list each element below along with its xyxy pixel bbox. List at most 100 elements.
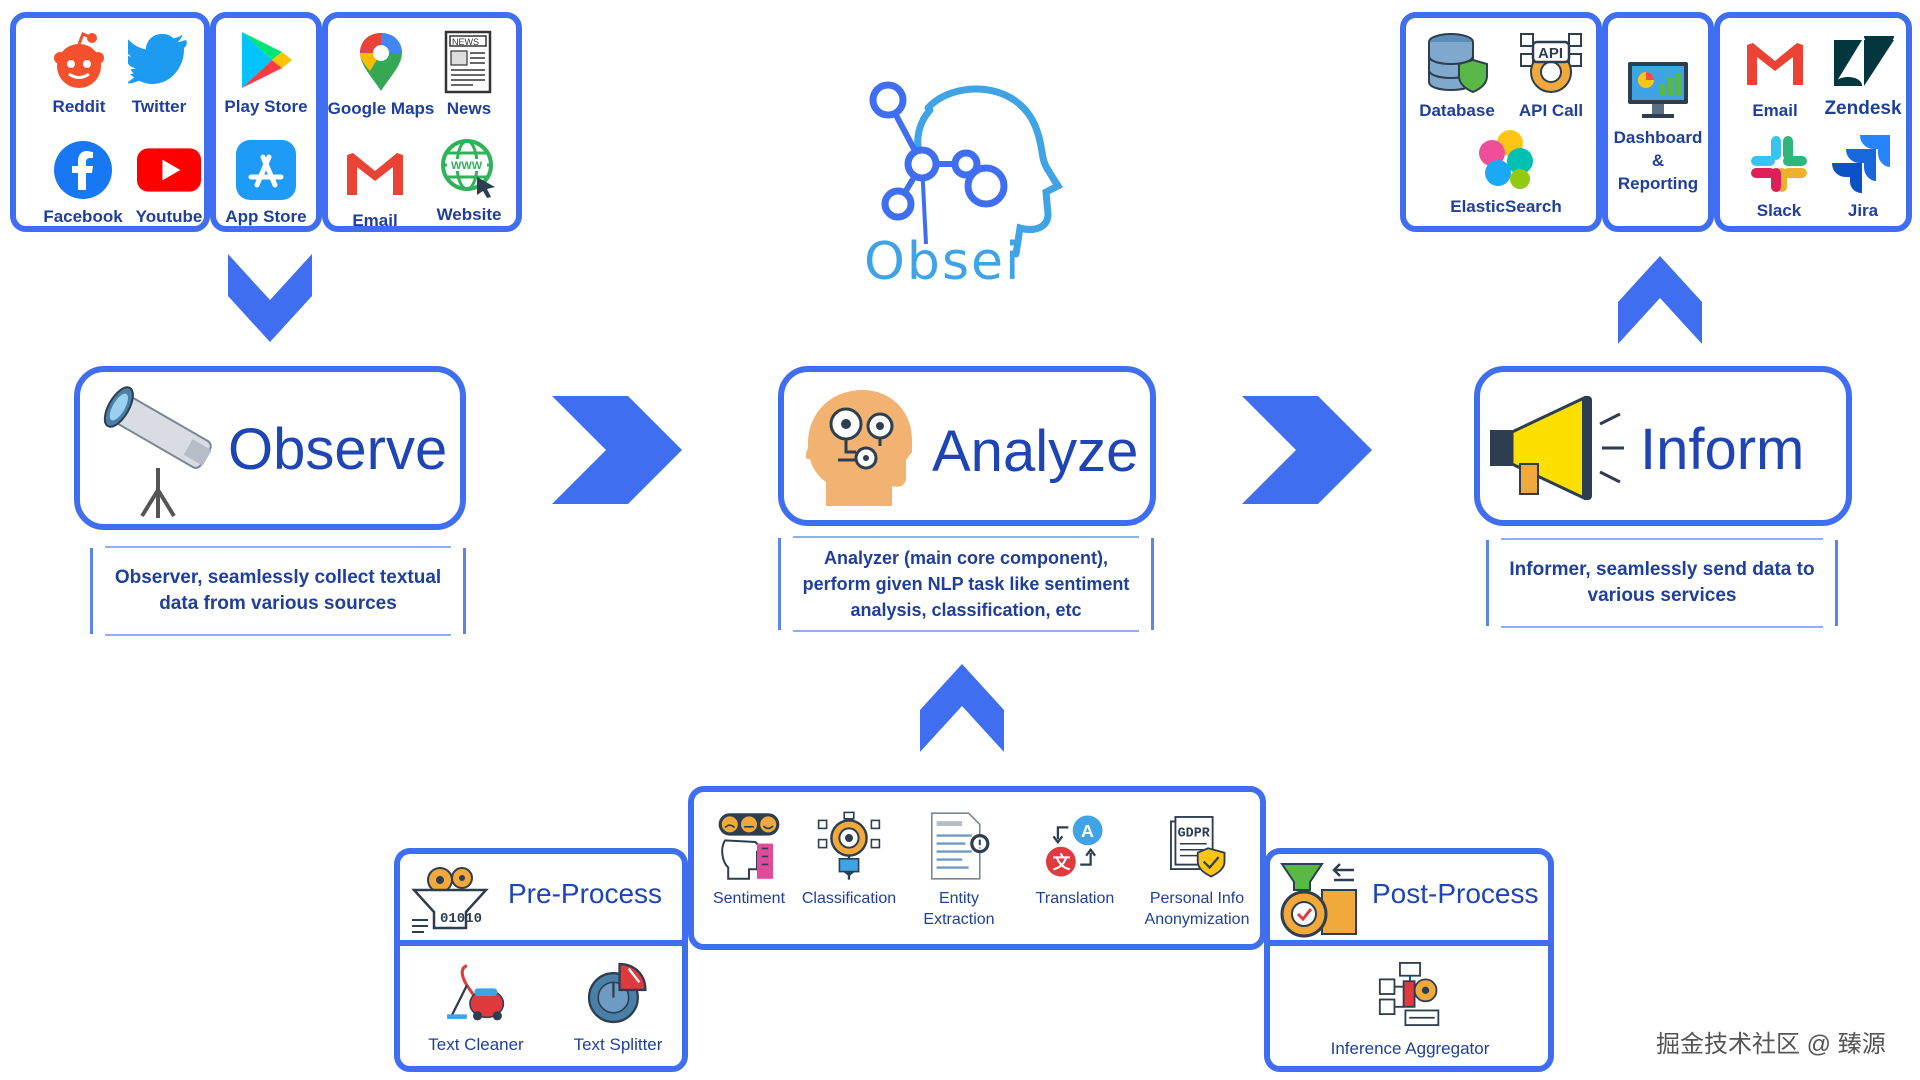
sink-email[interactable]: Email (1720, 32, 1830, 121)
source-label: Twitter (131, 97, 187, 116)
preprocess-items[interactable]: Text Cleaner Text Splitter (394, 940, 688, 1072)
analyze-title: Analyze (932, 419, 1139, 484)
google-maps-icon (349, 30, 413, 94)
observe-description: Observer, seamlessly collect textual dat… (90, 546, 466, 636)
source-news[interactable]: NEWS News (414, 30, 524, 119)
chevron-right-icon (1242, 396, 1372, 504)
analyze-stage: Analyze (778, 366, 1156, 526)
inform-stage: Inform (1474, 366, 1852, 526)
chevron-right-icon (552, 396, 682, 504)
source-facebook[interactable]: Facebook (28, 138, 138, 227)
email-icon (343, 142, 407, 206)
facebook-icon (51, 138, 115, 202)
elasticsearch-icon (1474, 128, 1538, 192)
vacuum-cleaner-icon (444, 954, 508, 1032)
postprocess-header: Post-Process (1264, 848, 1554, 944)
postprocess-title: Post-Process (1372, 878, 1539, 909)
svg-text:GDPR: GDPR (1178, 826, 1211, 841)
inference-aggregator-item[interactable]: Inference Aggregator (1310, 956, 1510, 1059)
task-label: Entity Extraction (923, 890, 995, 928)
sinks-panel-dashboard: Dashboard & Reporting (1602, 12, 1714, 232)
analyzer-tasks-panel: Sentiment Classification Entity Extracti… (688, 786, 1266, 950)
task-label: Classification (801, 890, 897, 907)
chevron-down-icon (228, 254, 312, 342)
sink-jira[interactable]: Jira (1808, 132, 1918, 221)
email-icon (1743, 32, 1807, 96)
sources-panel-stores: Play Store App Store (210, 12, 322, 232)
obsei-head-icon (869, 81, 1064, 258)
database-icon (1425, 32, 1489, 96)
source-email[interactable]: Email (320, 142, 430, 231)
gdpr-shield-icon: GDPR (1165, 804, 1229, 888)
source-google-maps[interactable]: Google Maps (326, 30, 436, 119)
sink-label: Zendesk (1824, 98, 1902, 119)
observe-title: Observe (228, 417, 448, 482)
source-label: Email (352, 211, 398, 230)
preprocess-title: Pre-Process (508, 878, 663, 909)
sink-zendesk[interactable]: Zendesk (1808, 30, 1918, 119)
youtube-icon (137, 138, 201, 202)
postprocess-items[interactable]: Inference Aggregator (1264, 940, 1554, 1072)
aggregator-grid-icon (1378, 956, 1442, 1032)
source-label: Website (436, 205, 502, 224)
sink-database[interactable]: Database (1402, 32, 1512, 121)
task-label: Sentiment (712, 890, 786, 907)
sink-elasticsearch[interactable]: ElasticSearch (1446, 128, 1566, 217)
inform-title: Inform (1640, 417, 1805, 482)
sources-panel-web: Google Maps NEWS News Email WWW Website (322, 12, 522, 232)
dashboard-icon (1626, 58, 1690, 122)
sink-label: ElasticSearch (1450, 197, 1562, 216)
slack-icon (1747, 132, 1811, 196)
item-label: Text Cleaner (428, 1035, 524, 1054)
inform-description: Informer, seamlessly send data to variou… (1486, 538, 1838, 628)
source-reddit[interactable]: Reddit (24, 28, 134, 117)
task-entity-extraction[interactable]: Entity Extraction (904, 804, 1014, 930)
source-youtube[interactable]: Youtube (114, 138, 224, 227)
pie-splitter-icon (586, 954, 650, 1032)
megaphone-icon (1486, 394, 1626, 509)
sinks-panel-collab: Email Zendesk Slack Jira (1714, 12, 1912, 232)
source-label: Google Maps (327, 99, 435, 118)
sink-dashboard[interactable]: Dashboard & Reporting (1603, 58, 1713, 195)
source-play-store[interactable]: Play Store (211, 28, 321, 117)
sinks-panel-storage: Database API API Call ElasticSearch (1400, 12, 1602, 232)
task-anonymization[interactable]: GDPR Personal Info Anonymization (1132, 804, 1262, 930)
task-classification[interactable]: Classification (794, 804, 904, 909)
website-icon: WWW (437, 136, 501, 200)
sink-label: Database (1419, 101, 1495, 120)
source-label: App Store (225, 207, 307, 226)
analyze-description: Analyzer (main core component), perform … (778, 536, 1154, 632)
source-label: Reddit (52, 97, 106, 116)
chevron-up-icon (920, 664, 1004, 752)
preprocess-funnel-icon: 01010 (410, 862, 490, 943)
svg-text:01010: 01010 (440, 911, 482, 927)
text-splitter-item[interactable]: Text Splitter (558, 954, 678, 1055)
reddit-icon (47, 28, 111, 92)
logo-text: Obsei (864, 232, 1022, 292)
sink-slack[interactable]: Slack (1724, 132, 1834, 221)
source-app-store[interactable]: App Store (211, 138, 321, 227)
chevron-up-icon (1618, 256, 1702, 344)
svg-text:文: 文 (1053, 851, 1071, 873)
task-label: Personal Info Anonymization (1144, 890, 1250, 928)
source-website[interactable]: WWW Website (414, 136, 524, 225)
task-sentiment[interactable]: Sentiment (694, 804, 804, 909)
task-label: Translation (1035, 890, 1115, 907)
sink-label: API Call (1518, 101, 1584, 120)
play-store-icon (234, 28, 298, 92)
gear-network-icon (817, 804, 881, 888)
sink-label: Email (1752, 101, 1798, 120)
source-twitter[interactable]: Twitter (104, 28, 214, 117)
document-entity-icon (927, 804, 991, 888)
obsei-logo: Obsei (858, 68, 1068, 292)
source-label: News (446, 99, 492, 118)
text-cleaner-item[interactable]: Text Cleaner (416, 954, 536, 1055)
source-label: Youtube (135, 207, 203, 226)
brain-gears-icon (804, 386, 916, 515)
svg-text:A: A (1081, 821, 1094, 841)
sink-label: Slack (1756, 201, 1802, 220)
sink-api-call[interactable]: API API Call (1496, 32, 1606, 121)
sink-label: Jira (1847, 201, 1879, 220)
svg-text:WWW: WWW (451, 160, 483, 172)
